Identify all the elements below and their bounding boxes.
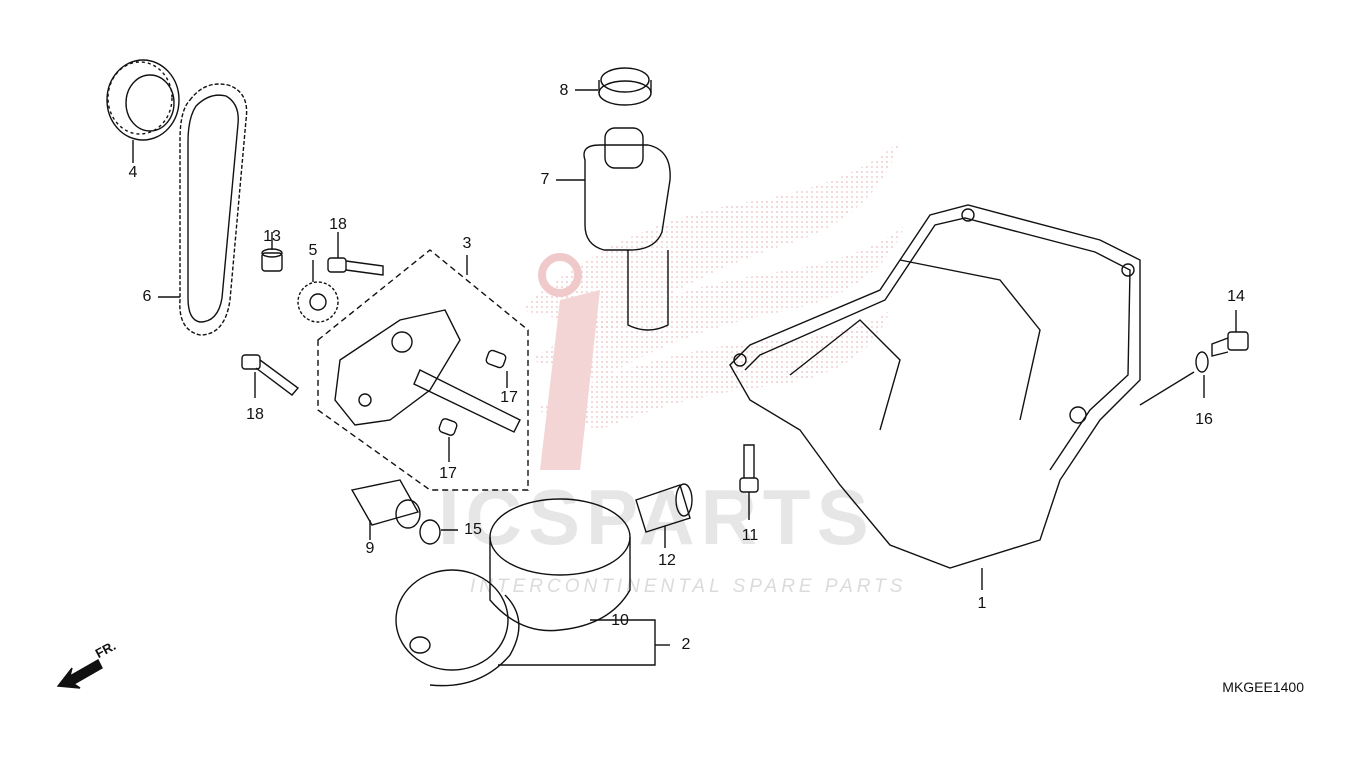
callout-17-lower: 17 bbox=[439, 465, 457, 482]
part-13-bolt bbox=[261, 232, 283, 272]
callout-6: 6 bbox=[142, 288, 152, 305]
part-5-gear bbox=[297, 260, 339, 323]
callout-4: 4 bbox=[128, 164, 138, 181]
callout-12: 12 bbox=[658, 552, 676, 569]
callout-14: 14 bbox=[1227, 288, 1245, 305]
part-6-chain bbox=[179, 83, 248, 336]
watermark-brand: ICSPARTS bbox=[438, 473, 875, 561]
callout-2: 2 bbox=[681, 636, 691, 653]
front-arrow-icon bbox=[56, 659, 103, 689]
diagram-code: MKGEE1400 bbox=[1222, 679, 1304, 695]
part-14-drain-bolt bbox=[1211, 331, 1249, 357]
part-3-assembly-box bbox=[317, 249, 529, 491]
part-8-cap bbox=[598, 67, 652, 106]
part-12-pipe bbox=[635, 483, 693, 533]
callout-10: 10 bbox=[611, 612, 629, 629]
part-16-washer bbox=[1195, 351, 1209, 373]
part-18-bolt-upper bbox=[327, 232, 384, 276]
callout-17-upper: 17 bbox=[500, 389, 518, 406]
part-15-o-ring bbox=[419, 519, 441, 545]
part-4-sprocket bbox=[106, 59, 180, 141]
callout-13: 13 bbox=[263, 228, 281, 245]
callout-5: 5 bbox=[308, 242, 318, 259]
part-7-oil-strainer bbox=[583, 127, 671, 331]
part-9-strainer bbox=[350, 479, 421, 529]
callout-1: 1 bbox=[977, 595, 987, 612]
callout-7: 7 bbox=[540, 171, 550, 188]
part-2-oil-filter bbox=[395, 569, 520, 687]
callout-3: 3 bbox=[462, 235, 472, 252]
part-3-oil-pump bbox=[334, 309, 521, 436]
part-1-oil-pan bbox=[729, 204, 1141, 569]
callout-18-upper: 18 bbox=[329, 216, 347, 233]
part-10-oil-filter bbox=[489, 498, 631, 632]
callout-18-lower: 18 bbox=[246, 406, 264, 423]
callout-8: 8 bbox=[559, 82, 569, 99]
callout-9: 9 bbox=[365, 540, 375, 557]
watermark-tagline: INTERCONTINENTAL SPARE PARTS bbox=[470, 576, 907, 597]
part-18-bolt-lower bbox=[241, 354, 300, 398]
watermark-wing-logo bbox=[520, 140, 905, 470]
part-11-bolt bbox=[739, 444, 759, 493]
callout-15: 15 bbox=[464, 521, 482, 538]
callout-16: 16 bbox=[1195, 411, 1213, 428]
callout-11: 11 bbox=[741, 527, 759, 544]
